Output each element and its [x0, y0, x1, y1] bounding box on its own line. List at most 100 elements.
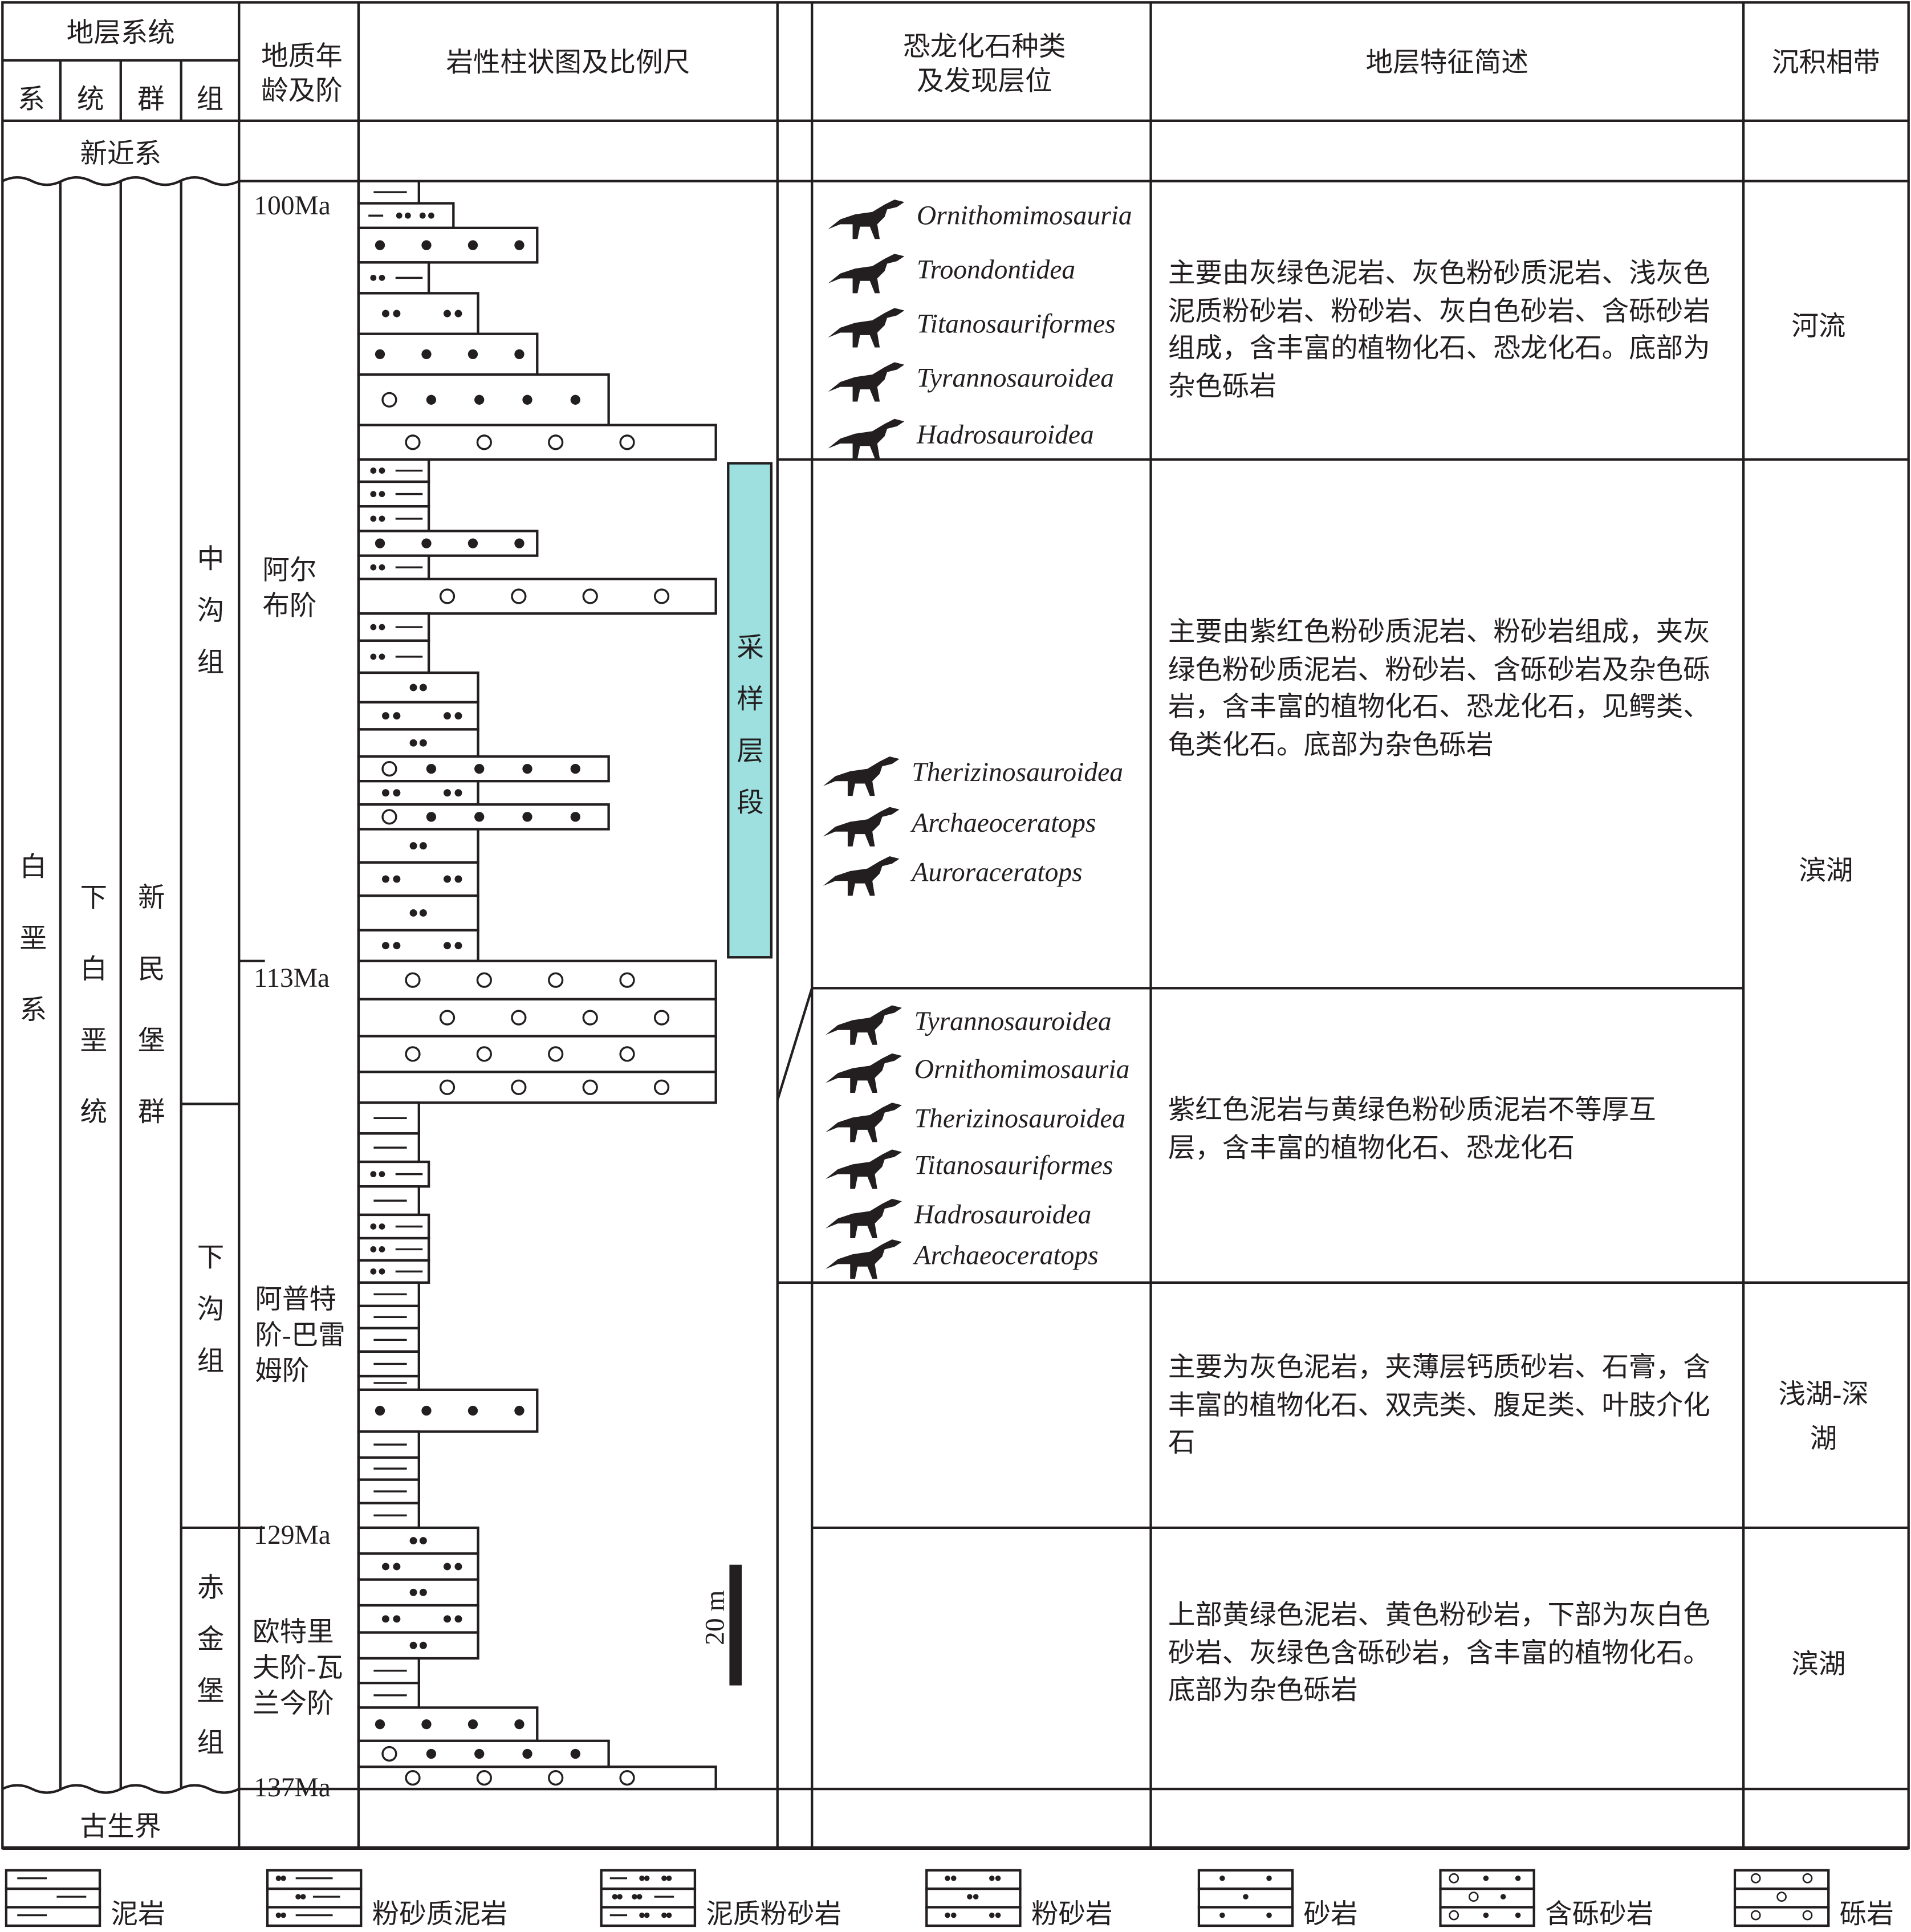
- lithology-layer-siltymud: [357, 1213, 430, 1240]
- description-2: 主要由紫红色粉砂质泥岩、粉砂岩组成，夹灰绿色粉砂质泥岩、粉砂岩、含砾砂岩及杂色砾…: [1168, 616, 1710, 760]
- dinosaur-silhouette-icon: [823, 251, 909, 296]
- lithology-layer-pebsand: [357, 373, 610, 426]
- lithology-layer-pebsand: [357, 755, 610, 783]
- sampling-interval-bar: [727, 462, 773, 959]
- fossil-taxon: Hadrosauroidea: [916, 418, 1094, 450]
- lithology-layer-silt: [357, 929, 479, 962]
- lithology-layer-cong: [357, 1765, 717, 1791]
- stage-albian: 阿尔布阶: [262, 554, 317, 621]
- description-1: 主要由灰绿色泥岩、灰色粉砂质泥岩、浅灰色泥质粉砂岩、粉砂岩、灰白色砂岩、含砾砂岩…: [1168, 257, 1710, 401]
- lithology-layer-silt: [357, 1631, 479, 1660]
- lithology-layer-mud: [357, 1374, 420, 1391]
- unit-series: 下白垩统: [80, 882, 108, 1128]
- header-series: 统: [77, 83, 104, 115]
- description-3: 紫红色泥岩与黄绿色粉砂质泥岩不等厚互层，含丰富的植物化石、恐龙化石: [1168, 1094, 1656, 1163]
- fossil-taxon: Ornithomimosauria: [914, 1053, 1130, 1084]
- lithology-layer-siltymud: [357, 1237, 430, 1262]
- facies-4: 滨湖: [1791, 1648, 1846, 1679]
- legend-label: 砾岩: [1839, 1898, 1894, 1930]
- lithology-layer-silt: [357, 861, 479, 897]
- fossil-taxon: Archaeoceratops: [912, 807, 1096, 838]
- lithology-layer-siltymud: [357, 261, 430, 295]
- header-fossil: 恐龙化石种类及发现层位: [903, 31, 1066, 96]
- legend-label: 泥质粉砂岩: [706, 1898, 842, 1930]
- dinosaur-silhouette-icon: [820, 1100, 906, 1145]
- header-age: 地质年龄及阶: [261, 40, 343, 106]
- lithology-layer-mud: [357, 1456, 420, 1481]
- lithology-layer-sand: [357, 226, 539, 264]
- lithology-layer-siltymud: [357, 554, 430, 580]
- description-4: 主要为灰色泥岩，夹薄层钙质砂岩、石膏，含丰富的植物化石、双壳类、腹足类、叶肢介化…: [1168, 1351, 1710, 1458]
- lithology-layer-silt: [357, 1604, 479, 1634]
- lithology-layer-mud: [357, 1304, 420, 1329]
- lithology-layer-cong: [357, 998, 717, 1038]
- dinosaur-silhouette-icon: [823, 197, 909, 242]
- legend-label: 砂岩: [1303, 1898, 1358, 1930]
- lithology-layer-mud: [357, 1657, 420, 1685]
- lithology-layer-silt: [357, 828, 479, 864]
- lithology-layer-cong: [357, 577, 717, 615]
- lithology-layer-cong: [357, 424, 717, 461]
- formation-zhonggou: 中沟组: [197, 543, 225, 678]
- header-facies: 沉积相带: [1771, 47, 1880, 78]
- unit-system: 白垩系: [19, 851, 47, 1026]
- lithology-layer-cong: [357, 1071, 717, 1104]
- header-strat-system: 地层系统: [66, 17, 175, 48]
- formation-chijinbao: 赤金堡组: [197, 1572, 225, 1759]
- dinosaur-silhouette-icon: [820, 1051, 906, 1096]
- lithology-layer-cong: [357, 959, 717, 1000]
- fossil-taxon: Archaeoceratops: [914, 1239, 1099, 1271]
- lithology-layer-silt: [357, 1578, 479, 1607]
- legend-label: 含砾砂岩: [1545, 1898, 1654, 1930]
- lithology-layer-mud: [357, 1185, 420, 1217]
- fossil-taxon: Tyrannosauroidea: [914, 1005, 1112, 1036]
- lithology-layer-siltymud: [357, 639, 430, 674]
- lithology-layer-siltymud: [357, 1160, 430, 1188]
- legend-label: 粉砂质泥岩: [372, 1898, 508, 1930]
- lithology-column: [357, 180, 717, 1791]
- dinosaur-silhouette-icon: [823, 360, 909, 404]
- description-5: 上部黄绿色泥岩、黄色粉砂岩，下部为灰白色砂岩、灰绿色含砾砂岩，含丰富的植物化石。…: [1168, 1599, 1710, 1706]
- unit-group: 新民堡群: [138, 882, 165, 1128]
- age-113: 113Ma: [254, 962, 330, 993]
- lithology-layer-mud: [357, 1350, 420, 1378]
- lithology-layer-siltymud: [357, 612, 430, 642]
- lithology-layer-silt: [357, 1526, 479, 1555]
- lithology-layer-sand: [357, 332, 539, 376]
- legend-label: 泥岩: [111, 1898, 165, 1930]
- age-100: 100Ma: [254, 189, 331, 221]
- fossil-taxon: Tyrannosauroidea: [916, 362, 1114, 393]
- lithology-layer-mud: [357, 1682, 420, 1709]
- fossil-taxon: Hadrosauroidea: [914, 1198, 1092, 1230]
- lithology-layer-sand: [357, 1706, 539, 1742]
- dinosaur-silhouette-icon: [823, 416, 909, 461]
- fossil-taxon: Titanosauriformes: [916, 308, 1116, 339]
- unit-paleozoic: 古生界: [80, 1811, 162, 1842]
- stage-aptian-barremian: 阿普特阶-巴雷姆阶: [255, 1283, 345, 1386]
- dinosaur-silhouette-icon: [820, 1237, 906, 1282]
- lithology-layer-cong: [357, 1035, 717, 1073]
- lithology-layer-pebsand: [357, 1739, 610, 1768]
- lithology-layer-silt: [357, 728, 479, 758]
- lithology-layer-mud: [357, 1327, 420, 1353]
- lithology-layer-mud: [357, 1478, 420, 1504]
- dinosaur-silhouette-icon: [820, 1147, 906, 1191]
- lithology-layer-mud: [357, 1502, 420, 1530]
- dinosaur-silhouette-icon: [818, 854, 904, 898]
- dinosaur-silhouette-icon: [823, 306, 909, 350]
- lithology-layer-mud: [357, 1132, 420, 1164]
- dinosaur-silhouette-icon: [818, 804, 904, 849]
- lithology-layer-siltymud: [357, 458, 430, 483]
- sampling-label: 采样层段: [737, 632, 764, 819]
- header-formation: 组: [196, 83, 224, 115]
- lithology-layer-silt: [357, 671, 479, 704]
- lithology-layer-mud: [357, 180, 420, 205]
- stage-hauterivian-valanginian: 欧特里夫阶-瓦兰今阶: [253, 1616, 343, 1719]
- fossil-taxon: Therizinosauroidea: [914, 1103, 1126, 1134]
- header-feature: 地层特征简述: [1365, 47, 1528, 78]
- dinosaur-silhouette-icon: [820, 1197, 906, 1241]
- unit-neogene: 新近系: [80, 138, 162, 169]
- lithology-layer-silt: [357, 701, 479, 731]
